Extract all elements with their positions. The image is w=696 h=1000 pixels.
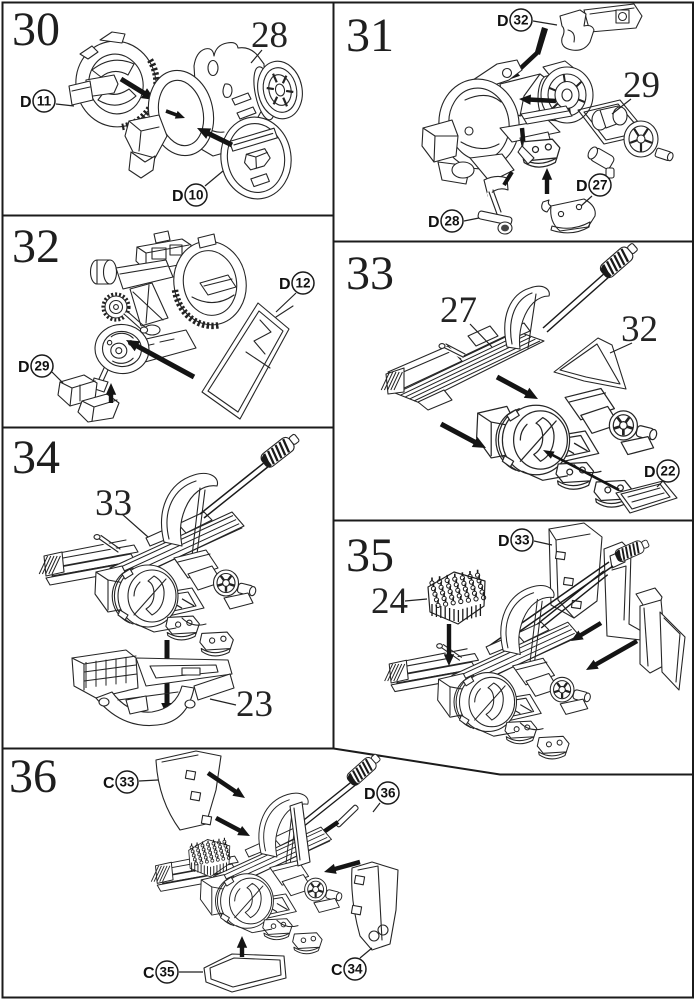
svg-text:28: 28 [444,214,460,229]
svg-text:33: 33 [119,775,135,790]
svg-text:22: 22 [660,464,675,479]
svg-text:24: 24 [371,581,408,622]
svg-text:30: 30 [12,3,60,56]
svg-text:D: D [364,786,376,803]
svg-text:D: D [576,178,588,195]
svg-text:C: C [103,775,115,792]
svg-text:C: C [143,965,155,982]
svg-text:D: D [172,188,184,205]
svg-text:28: 28 [251,15,288,56]
svg-text:32: 32 [513,13,528,28]
svg-text:31: 31 [346,9,394,62]
svg-text:D: D [279,276,291,293]
svg-text:36: 36 [9,750,57,803]
svg-text:12: 12 [295,276,310,291]
svg-text:33: 33 [346,247,394,300]
svg-text:C: C [331,962,343,979]
svg-text:29: 29 [34,359,49,374]
svg-text:32: 32 [12,220,60,273]
svg-text:35: 35 [346,529,394,582]
svg-text:29: 29 [623,65,660,106]
svg-text:D: D [644,464,656,481]
svg-text:11: 11 [37,94,52,109]
svg-text:27: 27 [592,178,607,193]
svg-text:23: 23 [236,684,273,725]
svg-text:D: D [428,214,440,231]
svg-text:D: D [498,533,510,550]
svg-text:36: 36 [380,786,396,801]
svg-text:34: 34 [347,962,363,977]
svg-text:33: 33 [514,533,530,548]
svg-text:D: D [20,94,32,111]
svg-text:D: D [497,13,509,30]
svg-text:34: 34 [12,431,60,484]
svg-text:35: 35 [159,965,175,980]
svg-text:32: 32 [621,309,658,350]
svg-text:D: D [18,359,30,376]
svg-text:10: 10 [188,188,203,203]
